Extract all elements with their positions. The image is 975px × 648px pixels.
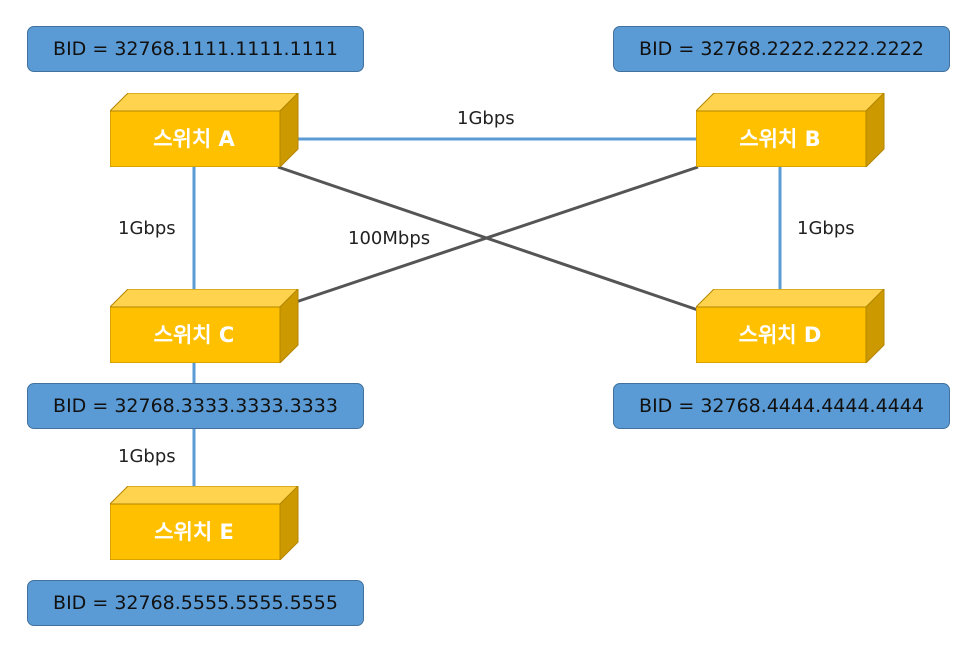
- switch-b-label: 스위치 B: [739, 127, 821, 151]
- switch-c-label: 스위치 C: [153, 323, 235, 347]
- switch-a: 스위치 A: [110, 93, 300, 167]
- link-c-e-speed: 1Gbps: [118, 446, 176, 467]
- switch-d-label: 스위치 D: [738, 323, 822, 347]
- link-a-b-speed: 1Gbps: [457, 108, 515, 129]
- switch-c-box: [110, 289, 299, 363]
- bid-box-a: BID = 32768.1111.1111.1111: [27, 26, 364, 72]
- switch-e-box: [110, 486, 299, 560]
- switch-b: 스위치 B: [696, 93, 886, 167]
- switch-d-box: [696, 289, 885, 363]
- switch-c: 스위치 C: [110, 289, 300, 363]
- bid-box-c: BID = 32768.3333.3333.3333: [27, 383, 364, 429]
- bid-box-e: BID = 32768.5555.5555.5555: [27, 580, 364, 626]
- switch-a-box: [110, 93, 299, 167]
- link-a-c-speed: 1Gbps: [118, 218, 176, 239]
- switch-d: 스위치 D: [696, 289, 886, 363]
- switch-a-label: 스위치 A: [153, 127, 235, 151]
- link-cross-speed: 100Mbps: [348, 228, 431, 249]
- bid-box-b: BID = 32768.2222.2222.2222: [613, 26, 950, 72]
- switch-e: 스위치 E: [110, 486, 300, 560]
- switch-e-label: 스위치 E: [154, 520, 234, 544]
- link-b-d-speed: 1Gbps: [797, 218, 855, 239]
- bid-box-d: BID = 32768.4444.4444.4444: [613, 383, 950, 429]
- link-b-c: [277, 165, 699, 310]
- switch-b-box: [696, 93, 885, 167]
